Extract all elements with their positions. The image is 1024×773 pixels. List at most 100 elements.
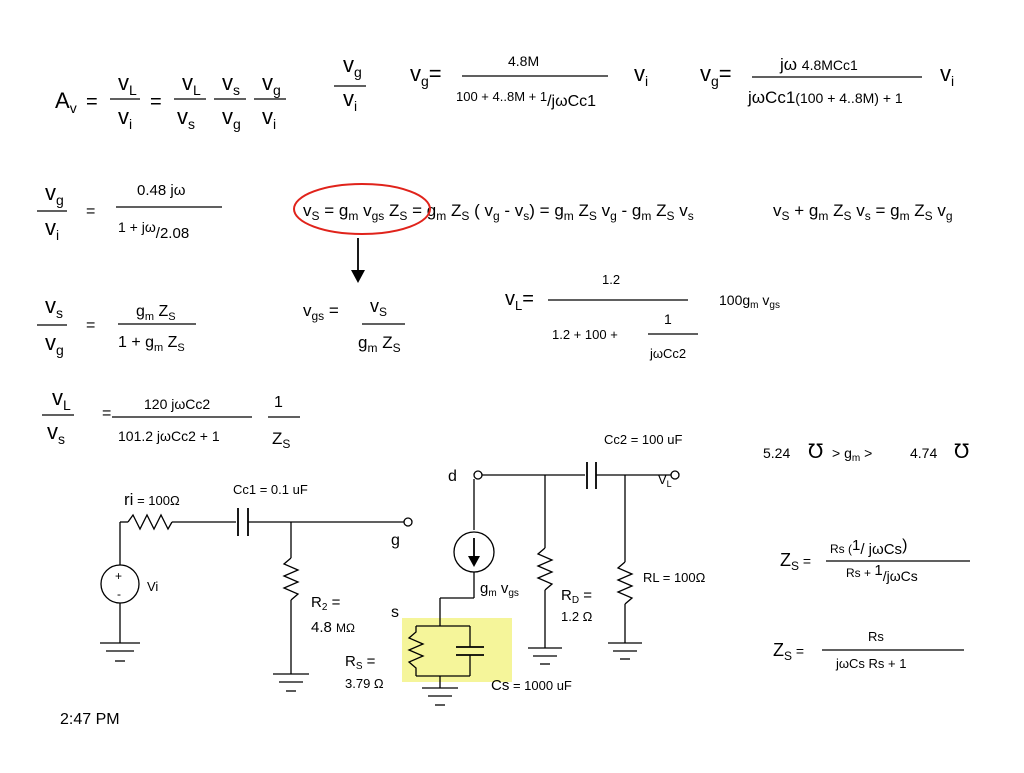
- svg-text:d: d: [448, 468, 457, 485]
- svg-text:vi: vi: [262, 104, 276, 132]
- svg-text:jω 4.8MCc1: jω 4.8MCc1: [779, 55, 858, 74]
- svg-text:4.8 MΩ: 4.8 MΩ: [311, 619, 355, 636]
- red-highlight-circle: [293, 183, 431, 235]
- ri-resistor: [127, 513, 173, 531]
- svg-text:vi: vi: [940, 61, 954, 89]
- svg-text:ZS: ZS: [272, 429, 290, 451]
- svg-text:1 + gm ZS: 1 + gm ZS: [118, 334, 185, 354]
- vg-over-vi: vg vi: [334, 52, 366, 114]
- svg-text:Cc1 = 0.1 uF: Cc1 = 0.1 uF: [233, 482, 308, 497]
- circuit-labels: ri = 100Ω Cc1 = 0.1 uF Cc2 = 100 uF g d …: [115, 432, 706, 694]
- svg-text:VL: VL: [658, 472, 672, 489]
- svg-text:Rs (1/ jωCs): Rs (1/ jωCs): [830, 537, 907, 558]
- svg-text:vg: vg: [343, 52, 362, 80]
- av-expression: Av = vL vi = vL vs vs vg vg vi: [55, 70, 286, 132]
- svg-text:vg: vg: [45, 180, 64, 208]
- svg-text:1.2 Ω: 1.2 Ω: [561, 609, 593, 624]
- svg-text:gm vgs: gm vgs: [480, 580, 519, 599]
- svg-text:Vi: Vi: [147, 579, 158, 594]
- svg-text:Av: Av: [55, 88, 77, 116]
- svg-text:1: 1: [664, 311, 672, 327]
- svg-text:vs: vs: [45, 293, 63, 321]
- svg-text:100 + 4..8M + 1/jωCc1: 100 + 4..8M + 1/jωCc1: [456, 89, 596, 110]
- svg-text:100gm vgs: 100gm vgs: [719, 292, 780, 311]
- svg-text:g: g: [391, 532, 400, 549]
- svg-text:vL: vL: [182, 70, 201, 98]
- svg-text:Cc2 = 100 uF: Cc2 = 100 uF: [604, 432, 682, 447]
- svg-text:vgs =: vgs =: [303, 301, 339, 323]
- svg-text:ri = 100Ω: ri = 100Ω: [124, 490, 180, 509]
- svg-text:=: =: [102, 405, 111, 422]
- rd-resistor: [536, 547, 554, 591]
- node-g-terminal: [403, 517, 413, 527]
- svg-text:4.8M: 4.8M: [508, 53, 539, 69]
- rs-resistor: [407, 626, 425, 676]
- node-vL-terminal: [670, 470, 680, 480]
- svg-text:vs: vs: [222, 70, 240, 98]
- svg-text:4.74: 4.74: [910, 445, 937, 461]
- svg-text:jωCc2: jωCc2: [649, 346, 686, 361]
- svg-text:ZS =: ZS =: [780, 550, 811, 573]
- zs-equation-2: ZS = Rs jωCs Rs + 1: [773, 629, 964, 671]
- svg-text:gm ZS: gm ZS: [136, 303, 176, 323]
- vg-equation-2: vg= jω 4.8MCc1 jωCc1(100 + 4..8M) + 1 vi: [700, 55, 954, 107]
- ratio-vs-vg: vs vg = gm ZS 1 + gm ZS: [37, 293, 196, 358]
- svg-text:ZS =: ZS =: [773, 640, 804, 663]
- vg-equation-1: vg= 4.8M 100 + 4..8M + 1/jωCc1 vi: [410, 53, 648, 110]
- svg-text:vS: vS: [370, 296, 387, 319]
- ratio-vL-vs: vL vs = 120 jωCc2 101.2 jωCc2 + 1 1 ZS: [42, 385, 300, 451]
- current-direction-arrowhead: [468, 556, 480, 567]
- svg-text:=: =: [150, 91, 162, 113]
- svg-text:1: 1: [274, 394, 283, 411]
- svg-text:=: =: [86, 203, 95, 220]
- svg-text:> gm >: > gm >: [832, 445, 872, 464]
- zs-equation-1: ZS = Rs (1/ jωCs) Rs + 1/jωCs: [780, 537, 970, 584]
- svg-text:vi: vi: [45, 215, 59, 243]
- svg-text:vS = gm vgs ZS = gm ZS ( vg -: vS = gm vgs ZS = gm ZS ( vg - vs) = gm Z…: [303, 201, 694, 223]
- svg-text:3.79 Ω: 3.79 Ω: [345, 676, 384, 691]
- svg-text:vL: vL: [118, 70, 137, 98]
- clock-time: 2:47 PM: [60, 711, 120, 728]
- svg-text:jωCc1(100 + 4..8M) + 1: jωCc1(100 + 4..8M) + 1: [747, 88, 903, 107]
- vs-derivation: vS = gm vgs ZS = gm ZS ( vg - vs) = gm Z…: [293, 183, 953, 283]
- svg-text:vs: vs: [47, 419, 65, 447]
- svg-text:101.2 jωCc2 + 1: 101.2 jωCc2 + 1: [118, 428, 220, 444]
- svg-text:vg: vg: [222, 104, 241, 132]
- svg-text:vi: vi: [343, 86, 357, 114]
- vgs-equation: vgs = vS gm ZS: [303, 296, 405, 355]
- svg-text:Rs: Rs: [868, 629, 884, 644]
- circuit-diagram: [100, 462, 680, 706]
- svg-text:s: s: [391, 604, 399, 621]
- svg-text:=: =: [86, 91, 98, 113]
- svg-text:=: =: [86, 317, 95, 334]
- svg-text:vg: vg: [262, 70, 281, 98]
- svg-text:Cs = 1000 uF: Cs = 1000 uF: [491, 677, 572, 694]
- source-network-highlight: [402, 618, 512, 682]
- svg-text:1 + jω/2.08: 1 + jω/2.08: [118, 219, 189, 242]
- svg-text:℧: ℧: [808, 441, 823, 463]
- svg-text:RD =: RD =: [561, 587, 592, 606]
- svg-text:vs: vs: [177, 104, 195, 132]
- vL-equation: vL= 1.2 1.2 + 100 + 1 jωCc2 100gm vgs: [505, 272, 780, 361]
- svg-text:1.2: 1.2: [602, 272, 620, 287]
- svg-text:RL = 100Ω: RL = 100Ω: [643, 570, 706, 585]
- svg-text:vg=: vg=: [410, 61, 442, 89]
- svg-text:vS + gm ZS vs = gm ZS vg: vS + gm ZS vs = gm ZS vg: [773, 201, 953, 223]
- svg-text:+: +: [115, 569, 122, 583]
- ratio-vg-vi: vg vi = 0.48 jω 1 + jω/2.08: [37, 180, 222, 243]
- svg-text:1.2 + 100 +: 1.2 + 100 +: [552, 327, 618, 342]
- svg-text:vg: vg: [45, 330, 64, 358]
- svg-text:vi: vi: [634, 61, 648, 89]
- rl-resistor: [616, 561, 634, 605]
- down-arrow-head: [351, 270, 365, 283]
- gm-range: 5.24 ℧ > gm > 4.74 ℧: [763, 441, 969, 464]
- r2-resistor: [282, 557, 300, 601]
- svg-text:5.24: 5.24: [763, 445, 790, 461]
- svg-text:Rs + 1/jωCs: Rs + 1/jωCs: [846, 562, 918, 584]
- svg-text:RS =: RS =: [345, 653, 376, 672]
- svg-text:120 jωCc2: 120 jωCc2: [144, 396, 210, 412]
- svg-text:R2 =: R2 =: [311, 594, 341, 613]
- node-d-terminal: [473, 470, 483, 480]
